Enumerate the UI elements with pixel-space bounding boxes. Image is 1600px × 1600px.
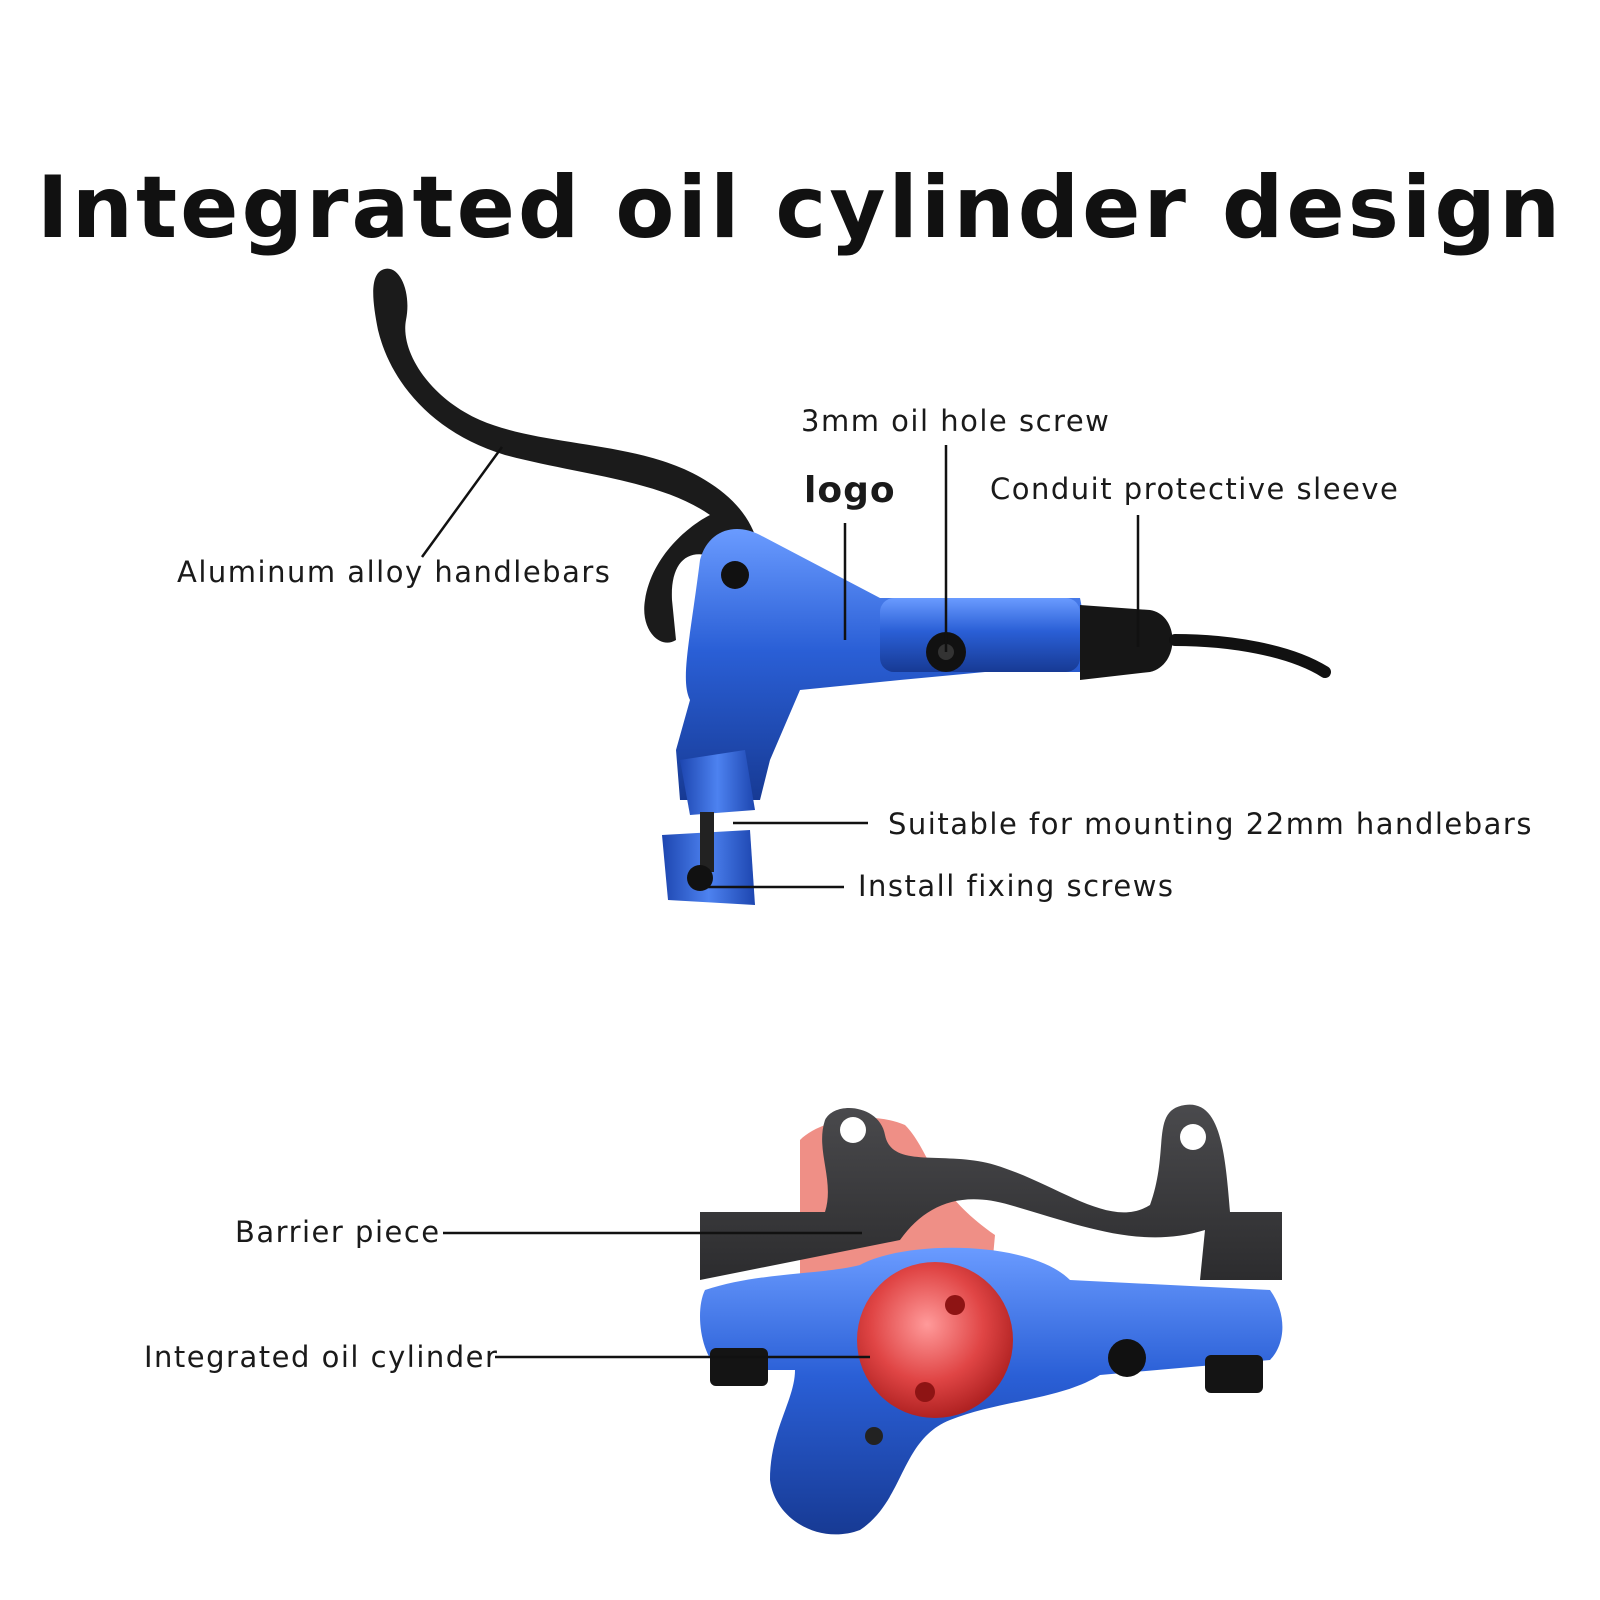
hydraulic-hose: [1169, 634, 1331, 678]
conduit-sleeve: [1080, 605, 1173, 680]
brake-caliper-assembly: [700, 1104, 1283, 1535]
bracket-hole-left: [840, 1117, 866, 1143]
mounting-bracket: [700, 1104, 1282, 1280]
reservoir-barrel: [880, 598, 1080, 672]
page-title: Integrated oil cylinder design: [36, 158, 1564, 258]
leader-lines: [420, 445, 1140, 1359]
caliper-bolt: [1108, 1339, 1146, 1377]
clamp-screw: [700, 812, 714, 872]
body-rivet: [865, 1427, 883, 1445]
label-fixing-screws: Install fixing screws: [858, 869, 1175, 903]
leader-handlebars: [420, 446, 504, 558]
label-handlebars: Aluminum alloy handlebars: [177, 555, 612, 589]
cylinder-port-upper: [945, 1295, 965, 1315]
aluminum-lever-blade: [373, 268, 758, 643]
label-conduit-sleeve: Conduit protective sleeve: [990, 472, 1400, 506]
brake-lever-assembly: [373, 268, 1331, 905]
bracket-hole-right: [1180, 1124, 1206, 1150]
mount-screw-left: [710, 1348, 768, 1386]
pivot-bolt: [721, 561, 749, 589]
label-oil-cylinder: Integrated oil cylinder: [144, 1340, 499, 1374]
label-logo: logo: [804, 470, 896, 511]
fixing-screw-head: [687, 865, 713, 891]
label-oil-hole-screw: 3mm oil hole screw: [801, 404, 1111, 438]
mount-screw-right: [1205, 1355, 1263, 1393]
oil-cylinder-cap: [857, 1262, 1013, 1418]
cylinder-port-lower: [915, 1382, 935, 1402]
handlebar-clamp: [680, 750, 755, 815]
master-cylinder-body: [676, 528, 1084, 800]
label-mounting: Suitable for mounting 22mm handlebars: [888, 807, 1533, 841]
label-barrier-piece: Barrier piece: [235, 1215, 441, 1249]
